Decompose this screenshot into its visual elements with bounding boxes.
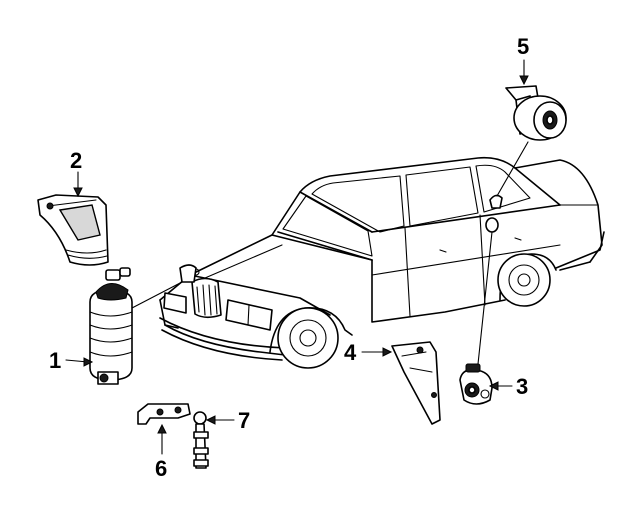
part-2-shroud	[37, 194, 109, 266]
callout-4: 4	[344, 340, 357, 365]
callout-5: 5	[517, 34, 529, 59]
callout-3: 3	[516, 374, 528, 399]
callout-2: 2	[70, 148, 82, 173]
callout-7: 7	[238, 408, 250, 433]
part-3-sensor	[459, 231, 493, 405]
part-4-bracket	[391, 341, 441, 425]
part-1-pump	[89, 267, 183, 385]
callout-arrows	[65, 59, 529, 455]
part-5-horn	[496, 85, 567, 197]
callout-6: 6	[155, 456, 167, 481]
part-6-clip	[137, 403, 191, 425]
car-illustration	[159, 156, 605, 369]
callout-1: 1	[49, 348, 61, 373]
part-7-bulb	[193, 411, 209, 469]
